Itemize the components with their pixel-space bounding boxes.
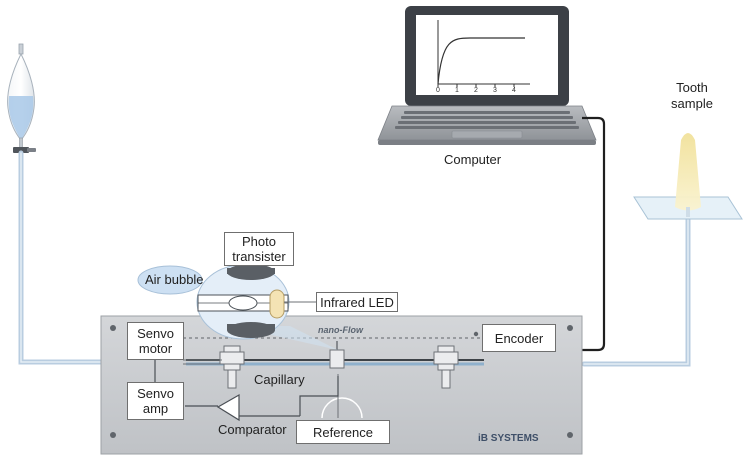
tooth-sample (633, 133, 743, 220)
photo-transistor-line2: transister (232, 249, 286, 264)
laptop-computer (377, 6, 597, 145)
tooth-sample-label-line2: sample (671, 96, 713, 111)
screen-plot (437, 20, 530, 87)
screen-tick-label: 0 (436, 87, 440, 94)
tooth-sample-label: Tooth sample (660, 80, 724, 112)
magnified-detail (196, 264, 290, 340)
servo-amp-line2: amp (142, 401, 169, 416)
photo-transistor-box: Photo transister (224, 232, 294, 266)
servo-amp-line1: Senvo (137, 386, 174, 401)
servo-motor-line1: Senvo (137, 326, 174, 341)
infrared-led-box: Infrared LED (316, 292, 398, 312)
company-brand-label: iB SYSTEMS (478, 433, 539, 444)
reference-label: Reference (313, 424, 373, 440)
comparator-symbol (216, 393, 240, 422)
servo-amp-box: Senvo amp (127, 382, 184, 420)
infrared-led-label: Infrared LED (320, 294, 394, 310)
screen-tick-label: 2 (474, 87, 478, 94)
encoder-box: Encoder (482, 324, 556, 352)
device-brand-logo: nano-Flow (318, 325, 363, 335)
capillary-label: Capillary (254, 372, 305, 387)
servo-motor-line2: motor (138, 341, 173, 356)
screen-tick-label: 3 (493, 87, 497, 94)
air-bubble-label: Air bubble (145, 272, 204, 287)
photo-transistor-line1: Photo (242, 234, 276, 249)
reference-box: Reference (296, 420, 390, 444)
separatory-funnel (7, 43, 36, 153)
tooth-sample-label-line1: Tooth (676, 80, 708, 95)
comparator-label: Comparator (218, 422, 287, 437)
encoder-label: Encoder (494, 330, 544, 346)
air-bubble-badge (137, 265, 203, 295)
keyboard (395, 111, 579, 129)
computer-cable (582, 116, 606, 352)
tubing (18, 150, 691, 367)
screen-tick-label: 4 (512, 87, 516, 94)
screen-tick-label: 1 (455, 87, 459, 94)
servo-motor-box: Senvo motor (127, 322, 184, 360)
computer-label: Computer (444, 152, 502, 167)
